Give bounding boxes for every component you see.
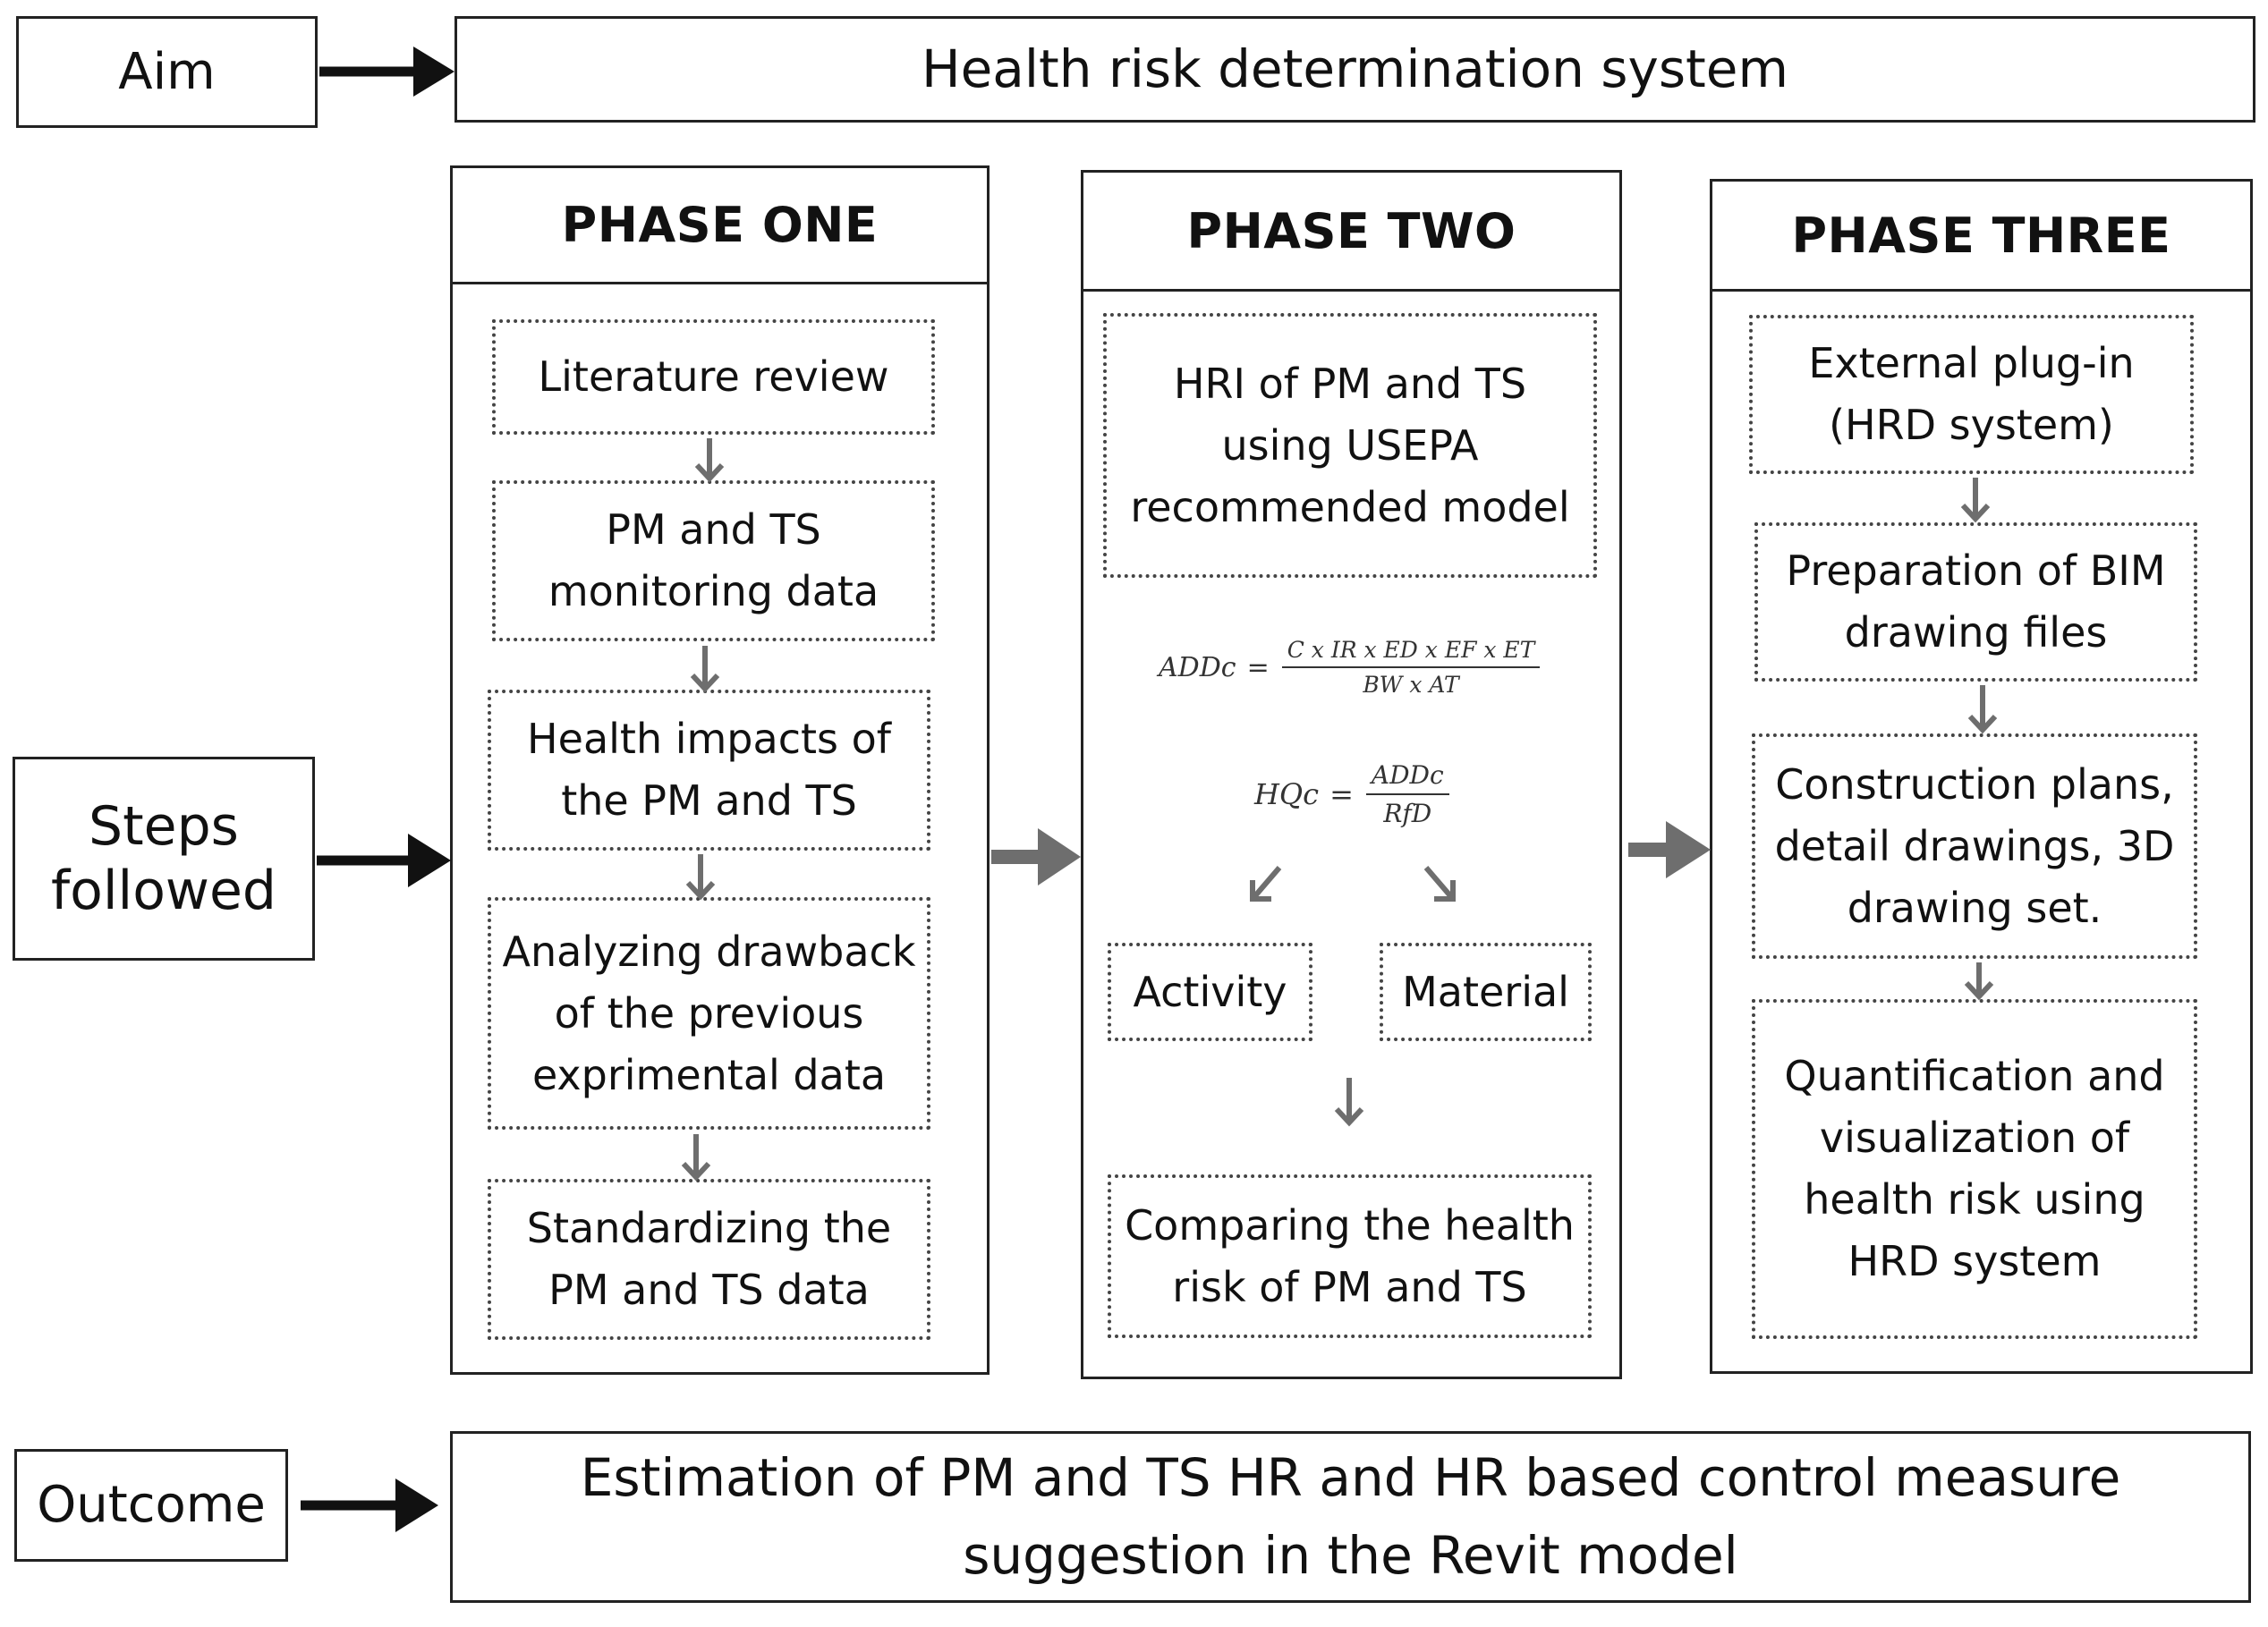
phase-one-step-health-impacts: Health impacts of the PM and TS bbox=[488, 690, 930, 851]
phase-two-step-material: Material bbox=[1380, 943, 1592, 1041]
phase-two-branch-arrows bbox=[1250, 866, 1456, 1127]
phase-one-step-analyzing-drawback: Analyzing drawback of the previous expri… bbox=[488, 897, 930, 1130]
phase-one-title: PHASE ONE bbox=[453, 168, 987, 284]
outcome-arrow bbox=[301, 1479, 438, 1532]
add-formula-numerator: C x IR x ED x EF x ET bbox=[1281, 637, 1541, 668]
phase-one-step-literature-review: Literature review bbox=[492, 319, 935, 435]
phase-three-step-construction-plans: Construction plans, detail drawings, 3D … bbox=[1752, 733, 2197, 959]
add-formula: ADDc = C x IR x ED x EF x ET BW x AT bbox=[1159, 637, 1541, 698]
phase-one-to-two-arrow bbox=[991, 828, 1081, 886]
phase-one-down-arrows bbox=[681, 438, 725, 1182]
phase-one-step-standardizing: Standardizing the PM and TS data bbox=[488, 1179, 930, 1340]
phase-three-down-arrows bbox=[1960, 478, 1998, 1001]
hq-formula-denominator: RfD bbox=[1383, 799, 1432, 828]
steps-arrow bbox=[317, 834, 451, 887]
phase-one-step-monitoring-data: PM and TS monitoring data bbox=[492, 480, 935, 641]
phase-three-panel: PHASE THREE bbox=[1710, 179, 2253, 1374]
phase-three-step-bim-files: Preparation of BIM drawing files bbox=[1754, 522, 2197, 682]
hq-formula-lhs: HQc bbox=[1254, 777, 1320, 811]
hq-formula-numerator: ADDc bbox=[1365, 760, 1449, 795]
steps-followed-label: Steps followed bbox=[13, 757, 315, 961]
outcome-banner: Estimation of PM and TS HR and HR based … bbox=[450, 1431, 2251, 1603]
phase-two-step-activity: Activity bbox=[1108, 943, 1312, 1041]
phase-two-to-three-arrow bbox=[1628, 821, 1711, 878]
phase-two-panel: PHASE TWO bbox=[1081, 170, 1622, 1379]
phase-three-step-quantification: Quantification and visualization of heal… bbox=[1752, 999, 2197, 1339]
aim-arrow bbox=[319, 47, 454, 97]
aim-banner: Health risk determination system bbox=[454, 16, 2255, 123]
phase-two-title: PHASE TWO bbox=[1083, 173, 1619, 292]
aim-label: Aim bbox=[16, 16, 318, 128]
hq-formula: HQc = ADDc RfD bbox=[1254, 760, 1449, 828]
add-formula-denominator: BW x AT bbox=[1363, 672, 1459, 698]
add-formula-lhs: ADDc bbox=[1159, 651, 1236, 683]
outcome-label: Outcome bbox=[14, 1449, 288, 1562]
phase-two-step-comparing: Comparing the health risk of PM and TS bbox=[1108, 1174, 1592, 1338]
phase-one-panel: PHASE ONE bbox=[450, 165, 990, 1375]
phase-three-step-plugin: External plug-in (HRD system) bbox=[1749, 315, 2194, 474]
phase-three-title: PHASE THREE bbox=[1712, 182, 2250, 292]
phase-two-step-hri-model: HRI of PM and TS using USEPA recommended… bbox=[1103, 313, 1597, 578]
